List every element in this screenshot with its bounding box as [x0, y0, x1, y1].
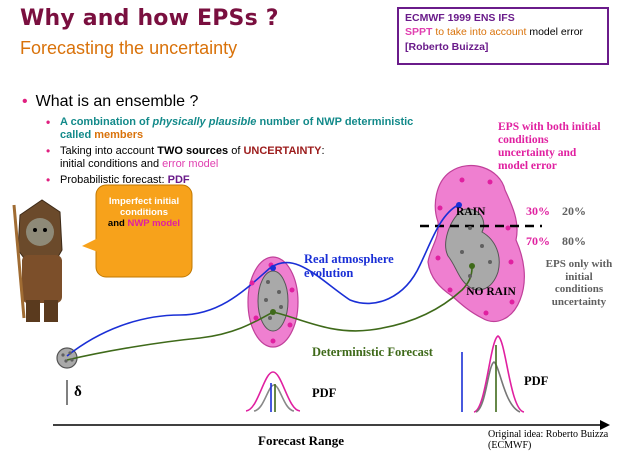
- gray-dots-mid: [264, 280, 283, 320]
- deterministic-line: [66, 267, 473, 361]
- text: and: [107, 218, 125, 229]
- deterministic-label: Deterministic Forecast: [312, 345, 433, 359]
- gray-dots-right: [460, 226, 492, 278]
- callout-text: Imperfect initial conditions and NWP mod…: [100, 196, 188, 229]
- no-rain-label: NO RAIN: [466, 286, 516, 298]
- pdf-mid-label: PDF: [312, 386, 337, 400]
- gray-blob-right: [445, 208, 500, 291]
- forecast-range-arrowhead: [600, 420, 610, 430]
- ewok-figure-icon: [12, 199, 63, 322]
- credit-label: Original idea: Roberto Buizza (ECMWF): [488, 429, 609, 451]
- text: Taking into account: [60, 145, 158, 157]
- text: TWO sources: [157, 145, 229, 157]
- slide-title: Why and how EPSs ?: [20, 6, 279, 31]
- callout-bubble: [95, 184, 193, 278]
- gray-dots-start: [61, 351, 74, 363]
- reference-author: [Roberto Buizza]: [405, 41, 489, 53]
- sub-bullet-uncertainty: Taking into account TWO sources of UNCER…: [46, 145, 416, 171]
- callout-line-2: and NWP model: [100, 218, 188, 229]
- real-state-mid: [270, 265, 276, 271]
- text: physically plausible: [152, 116, 257, 128]
- rain-label: RAIN: [456, 206, 486, 218]
- pdf-curve-mid-pink: [245, 371, 301, 412]
- text: A combination of: [60, 116, 153, 128]
- reference-line-2: SPPT to take into account model error: [405, 26, 601, 38]
- det-state-right: [469, 263, 475, 269]
- text: number of NWP deterministic called: [60, 116, 414, 141]
- delta-label: δ: [74, 384, 82, 400]
- callout-pointer: [82, 238, 98, 252]
- callout-line-1: Imperfect initial conditions: [108, 196, 180, 218]
- sub-bullet-members: A combination of physically plausible nu…: [46, 116, 416, 142]
- text: NWP model: [127, 218, 181, 229]
- pct-rain-both: 30%: [526, 204, 550, 218]
- reference-mid: to take into account: [435, 26, 527, 38]
- pct-norain-ic: 80%: [562, 234, 586, 248]
- text: of: [228, 145, 244, 157]
- ensemble-member-dots-right: [435, 177, 515, 316]
- real-state-right: [456, 202, 462, 208]
- ensemble-member-dots-mid: [249, 262, 295, 344]
- pct-rain-ic: 20%: [562, 204, 586, 218]
- pdf-right-label: PDF: [524, 374, 549, 388]
- reference-box: ECMWF 1999 ENS IFS SPPT to take into acc…: [397, 7, 609, 65]
- reference-end: model error: [529, 26, 584, 38]
- pct-norain-both: 70%: [526, 234, 550, 248]
- pdf-curve-right-gray: [475, 361, 521, 413]
- bullet-dot: •: [22, 93, 28, 110]
- main-bullet-text: What is an ensemble ?: [35, 93, 199, 110]
- pdf-curve-mid-gray: [253, 384, 295, 412]
- text: Probabilistic forecast:: [60, 174, 168, 186]
- sppt-label: SPPT: [405, 26, 433, 38]
- text: error model: [162, 158, 219, 170]
- text: members: [94, 129, 144, 141]
- main-bullet: • What is an ensemble ?: [22, 93, 198, 111]
- sub-bullet-list: A combination of physically plausible nu…: [46, 116, 416, 190]
- slide-subtitle: Forecasting the uncertainty: [20, 38, 238, 58]
- text: PDF: [167, 174, 190, 186]
- text: :: [321, 145, 325, 157]
- text: UNCERTAINTY: [243, 145, 322, 157]
- eps-both-label: EPS with both initial conditions uncerta…: [498, 121, 601, 172]
- det-state-mid: [270, 309, 276, 315]
- pdf-curve-right-pink: [473, 335, 525, 413]
- gray-ellipse-mid: [257, 270, 289, 332]
- reference-line-1: ECMWF 1999 ENS IFS: [405, 12, 515, 24]
- eps-ic-only-label: EPS only with initial conditions uncerta…: [545, 258, 613, 308]
- text: initial conditions and: [60, 158, 163, 170]
- forecast-range-label: Forecast Range: [258, 433, 345, 448]
- real-atmosphere-line: [66, 204, 459, 357]
- sub-bullet-pdf: Probabilistic forecast: PDF: [46, 174, 416, 187]
- real-atmosphere-label: Real atmosphere evolution: [304, 252, 394, 280]
